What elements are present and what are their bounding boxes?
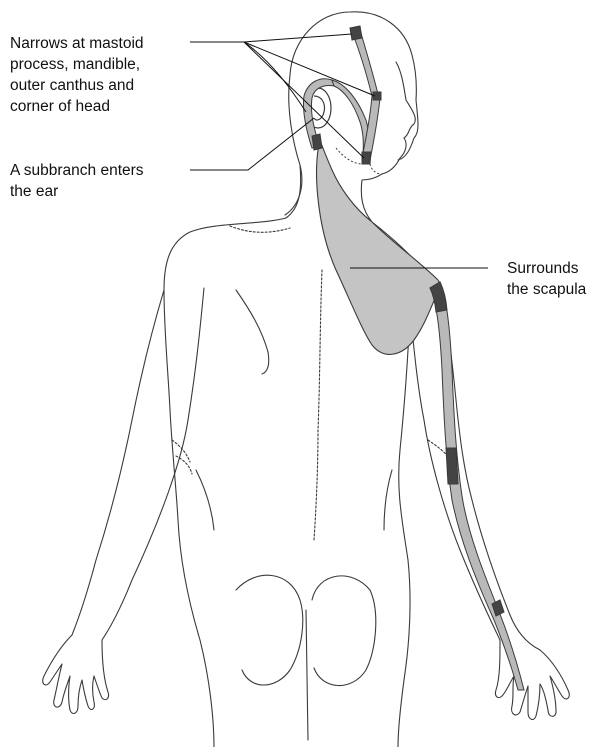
channel-pathway [303, 26, 524, 690]
label-scapula-line-1: Surrounds [507, 258, 586, 279]
buttocks-outline [236, 575, 376, 740]
spine-line [314, 270, 322, 540]
face-dashed-detail [336, 148, 382, 174]
collar-detail [230, 226, 290, 232]
corner-of-head-point [350, 26, 362, 40]
leader-to-mandible [244, 42, 364, 158]
scapula-area [317, 140, 441, 354]
label-narrows-line-3: outer canthus and [10, 75, 144, 96]
label-scapula: Surrounds the scapula [507, 258, 586, 300]
leader-to-mastoid [244, 42, 306, 112]
label-subbranch: A subbranch enters the ear [10, 160, 144, 202]
label-narrows-line-4: corner of head [10, 96, 144, 117]
elbow-left [172, 440, 192, 474]
left-arm-inner [102, 288, 204, 640]
label-subbranch-line-1: A subbranch enters [10, 160, 144, 181]
label-narrows-line-1: Narrows at mastoid [10, 33, 144, 54]
label-narrows: Narrows at mastoid process, mandible, ou… [10, 33, 144, 117]
waist-left [196, 470, 214, 530]
leader-to-corner-of-head [244, 34, 352, 42]
waist-right [384, 470, 392, 530]
label-subbranch-line-2: the ear [10, 181, 144, 202]
face-profile [382, 62, 415, 174]
arm-channel-band [430, 282, 524, 690]
arm-segment-elbow [446, 448, 458, 484]
left-arm-outer [72, 290, 164, 635]
temple-channel-band [352, 30, 378, 96]
shoulder-blade-left [236, 290, 269, 374]
neck-segment-dark [312, 134, 322, 150]
label-scapula-line-2: the scapula [507, 279, 586, 300]
ear-inner [314, 96, 325, 120]
left-hand [43, 635, 109, 713]
leader-subbranch [190, 118, 314, 170]
label-narrows-line-2: process, mandible, [10, 54, 144, 75]
